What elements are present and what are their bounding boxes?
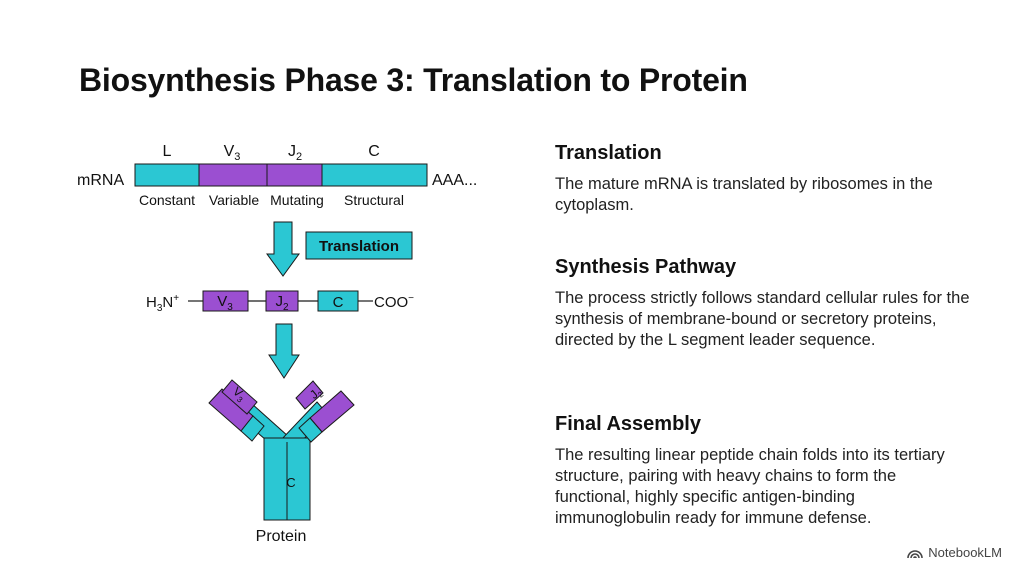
notebooklm-logo-icon [907,549,924,558]
antibody-right-outer-c [298,417,323,443]
peptide-c-label: C [333,294,344,311]
antibody-c-label: C [286,475,295,490]
section-heading: Translation [555,142,662,164]
mrna-segment-v [198,163,268,187]
mrna-segment-l [134,163,200,187]
peptide-v-label: V3 [217,293,233,313]
mrna-segment-c [321,163,428,187]
section-body: The mature mRNA is translated by ribosom… [555,175,933,214]
footer-brand: NotebookLM [907,545,1002,560]
translation-label-box [305,231,413,260]
antibody-icon: V3 J2 C [208,379,355,521]
mrna-segment-j [266,163,323,187]
n-terminus: H3N+ [146,293,179,314]
antibody-right-inner-j [295,380,324,410]
protein-label: Protein [256,528,307,545]
segment-desc-c: Structural [344,192,404,208]
antibody-left-inner-v [221,379,258,415]
segment-letter-v: V3 [224,143,241,163]
section-heading: Final Assembly [555,413,701,435]
down-arrow-icon [266,221,300,277]
footer-brand-label: NotebookLM [928,545,1002,560]
down-arrow-icon [268,323,300,379]
segment-desc-v: Variable [209,192,260,208]
segment-desc-j: Mutating [270,192,324,208]
segment-desc-l: Constant [139,192,195,208]
mrna-label: mRNA [77,172,124,189]
section-final-assembly: Final Assembly The resulting linear pept… [555,413,975,529]
segment-letter-j: J2 [288,143,302,163]
translation-label: Translation [319,238,399,255]
section-heading: Synthesis Pathway [555,256,737,278]
translation-diagram: mRNA L V3 J2 C AAA... Constant Variable … [77,143,477,545]
c-terminus: COO− [374,293,414,311]
poly-a-tail: AAA... [432,172,477,189]
peptide-j-label: J2 [275,293,289,313]
segment-letter-l: L [163,143,172,160]
segment-letter-c: C [368,143,380,160]
section-body: The process strictly follows standard ce… [555,289,970,349]
page-title: Biosynthesis Phase 3: Translation to Pro… [79,62,748,98]
antibody-left-outer-c [240,415,265,442]
section-translation: Translation The mature mRNA is translate… [555,142,975,216]
section-synthesis-pathway: Synthesis Pathway The process strictly f… [555,256,975,351]
section-body: The resulting linear peptide chain folds… [555,446,945,527]
